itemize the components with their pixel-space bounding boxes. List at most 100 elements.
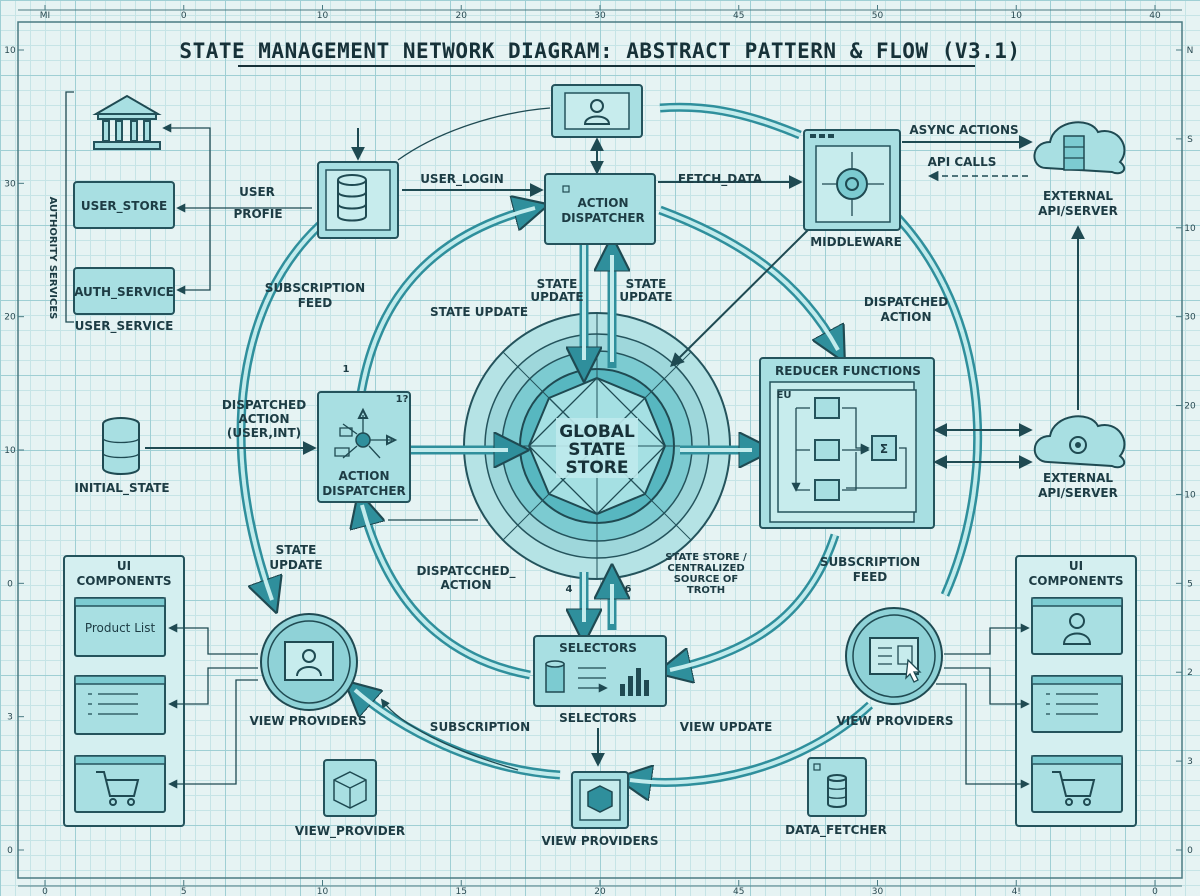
selectors-title: SELECTORS xyxy=(559,641,637,655)
ruler-bottom-tick-label: 20 xyxy=(594,887,606,896)
ruler-right-tick-label: N xyxy=(1187,46,1194,56)
ruler-top-tick-label: MI xyxy=(40,11,50,21)
user-store-node[interactable]: USER_STORE xyxy=(73,181,175,229)
view-provider-node[interactable] xyxy=(323,759,377,817)
product-list-card[interactable]: Product List xyxy=(74,597,166,657)
ruler-top-tick-label: 0 xyxy=(181,11,187,21)
ear-line: API/SERVER xyxy=(1038,486,1118,500)
ear-line: EXTERNAL xyxy=(1043,471,1113,485)
auth-service-node[interactable]: AUTH_SERVICE xyxy=(73,267,175,315)
ruler-bottom-tick-label: 45 xyxy=(733,887,744,896)
initial-state-node[interactable] xyxy=(102,417,140,475)
sfr-line: FEED xyxy=(853,570,888,584)
cart-card-left[interactable] xyxy=(74,755,166,813)
marker-1: 1 xyxy=(343,364,350,375)
dam-line: DISPATCCHED_ xyxy=(416,564,515,579)
ruler-bottom-tick-label: 5 xyxy=(181,887,187,896)
ruler-bottom-tick-label: 0 xyxy=(1152,887,1158,896)
selectors-caption: SELECTORS xyxy=(559,711,637,725)
async-actions-label: ASYNC ACTIONS xyxy=(909,123,1018,137)
ruler-left-tick-label: 30 xyxy=(4,179,16,189)
sfr-line: SUBSCRIPTION xyxy=(820,555,920,569)
ssn-line: CENTRALIZED xyxy=(667,563,744,574)
middleware-label: MIDDLEWARE xyxy=(810,235,902,249)
data-fetcher-node[interactable] xyxy=(807,757,867,817)
ucr-line: UI xyxy=(1069,559,1083,573)
marker-4: 4 xyxy=(566,584,573,595)
external-api-right[interactable] xyxy=(1033,415,1126,469)
adt-line: DISPATCHER xyxy=(561,211,645,225)
external-api-top[interactable] xyxy=(1033,121,1126,175)
authority-services-label: AUTHORITY SERVICES xyxy=(47,197,58,320)
ruler-left-tick-label: 20 xyxy=(4,313,16,323)
reducer-functions-node[interactable]: Σ xyxy=(759,357,935,529)
profile-label: PROFIE xyxy=(233,207,282,221)
user-database-node[interactable] xyxy=(317,161,399,239)
ruler-bottom-tick-label: 0 xyxy=(42,887,48,896)
ruler-left-tick-label: 3 xyxy=(7,713,13,723)
sua-line: UPDATE xyxy=(530,290,583,304)
view-providers-bottom[interactable] xyxy=(571,771,629,829)
ssn-line: STATE STORE / xyxy=(665,552,747,563)
list-card-right[interactable] xyxy=(1031,675,1123,733)
view-providers-right[interactable] xyxy=(845,607,943,705)
ruler-left-tick-label: 10 xyxy=(4,46,16,56)
ssn-line: TROTH xyxy=(687,585,725,596)
ruler-bottom-tick-label: 4! xyxy=(1012,887,1021,896)
ruler-right-tick-label: 2 xyxy=(1187,668,1193,678)
sua-line: STATE xyxy=(537,277,578,291)
page-title: STATE MANAGEMENT NETWORK DIAGRAM: ABSTRA… xyxy=(179,39,1020,63)
product-list-label: Product List xyxy=(85,621,156,635)
subscription-label: SUBSCRIPTION xyxy=(430,720,530,734)
marker-12: 1? xyxy=(396,394,409,405)
outer-ring-flow xyxy=(236,102,983,782)
adl-line: DISPATCHER xyxy=(322,484,406,498)
ruler-top-tick-label: 10 xyxy=(1011,11,1023,21)
view-providers-left[interactable] xyxy=(260,613,358,711)
ruler-right-tick-label: 30 xyxy=(1184,313,1196,323)
selectors-node[interactable] xyxy=(533,635,667,707)
view-provider-label: VIEW_PROVIDER xyxy=(295,824,405,839)
ruler-bottom-tick-label: 30 xyxy=(872,887,884,896)
action-dispatcher-left[interactable] xyxy=(317,391,411,503)
user-card-right[interactable] xyxy=(1031,597,1123,655)
ruler-top-tick-label: 10 xyxy=(317,11,329,21)
reducer-functions-label: REDUCER FUNCTIONS xyxy=(775,364,921,378)
user-label: USER xyxy=(239,185,275,199)
center-line-2: STATE xyxy=(568,440,626,460)
list-card-left[interactable] xyxy=(74,675,166,735)
sul-line: STATE xyxy=(276,543,317,557)
adl-line: ACTION xyxy=(339,469,390,483)
ruler-right-tick-label: 3 xyxy=(1187,757,1193,767)
data-fetcher-label: DATA_FETCHER xyxy=(785,823,887,838)
middleware-node[interactable] xyxy=(803,129,901,231)
ucl-line: COMPONENTS xyxy=(76,574,171,588)
reducer-marker: EU xyxy=(777,390,792,401)
api-calls-label: API CALLS xyxy=(928,155,997,169)
subscription-arrow xyxy=(380,698,519,771)
dam-line: ACTION xyxy=(441,578,492,592)
authority-services-group: AUTHORITY SERVICES xyxy=(47,91,74,323)
sub-line: STATE xyxy=(626,277,667,291)
user-service-label: USER_SERVICE xyxy=(75,319,174,334)
sul-line: UPDATE xyxy=(269,558,322,572)
cart-card-right[interactable] xyxy=(1031,755,1123,813)
ruler-right-tick-label: S xyxy=(1187,135,1193,145)
ruler-right-tick-label: 20 xyxy=(1184,402,1196,412)
top-user-node[interactable] xyxy=(551,84,643,138)
user-store-label: USER_STORE xyxy=(81,199,167,214)
dal-line: (USER,INT) xyxy=(227,426,301,440)
